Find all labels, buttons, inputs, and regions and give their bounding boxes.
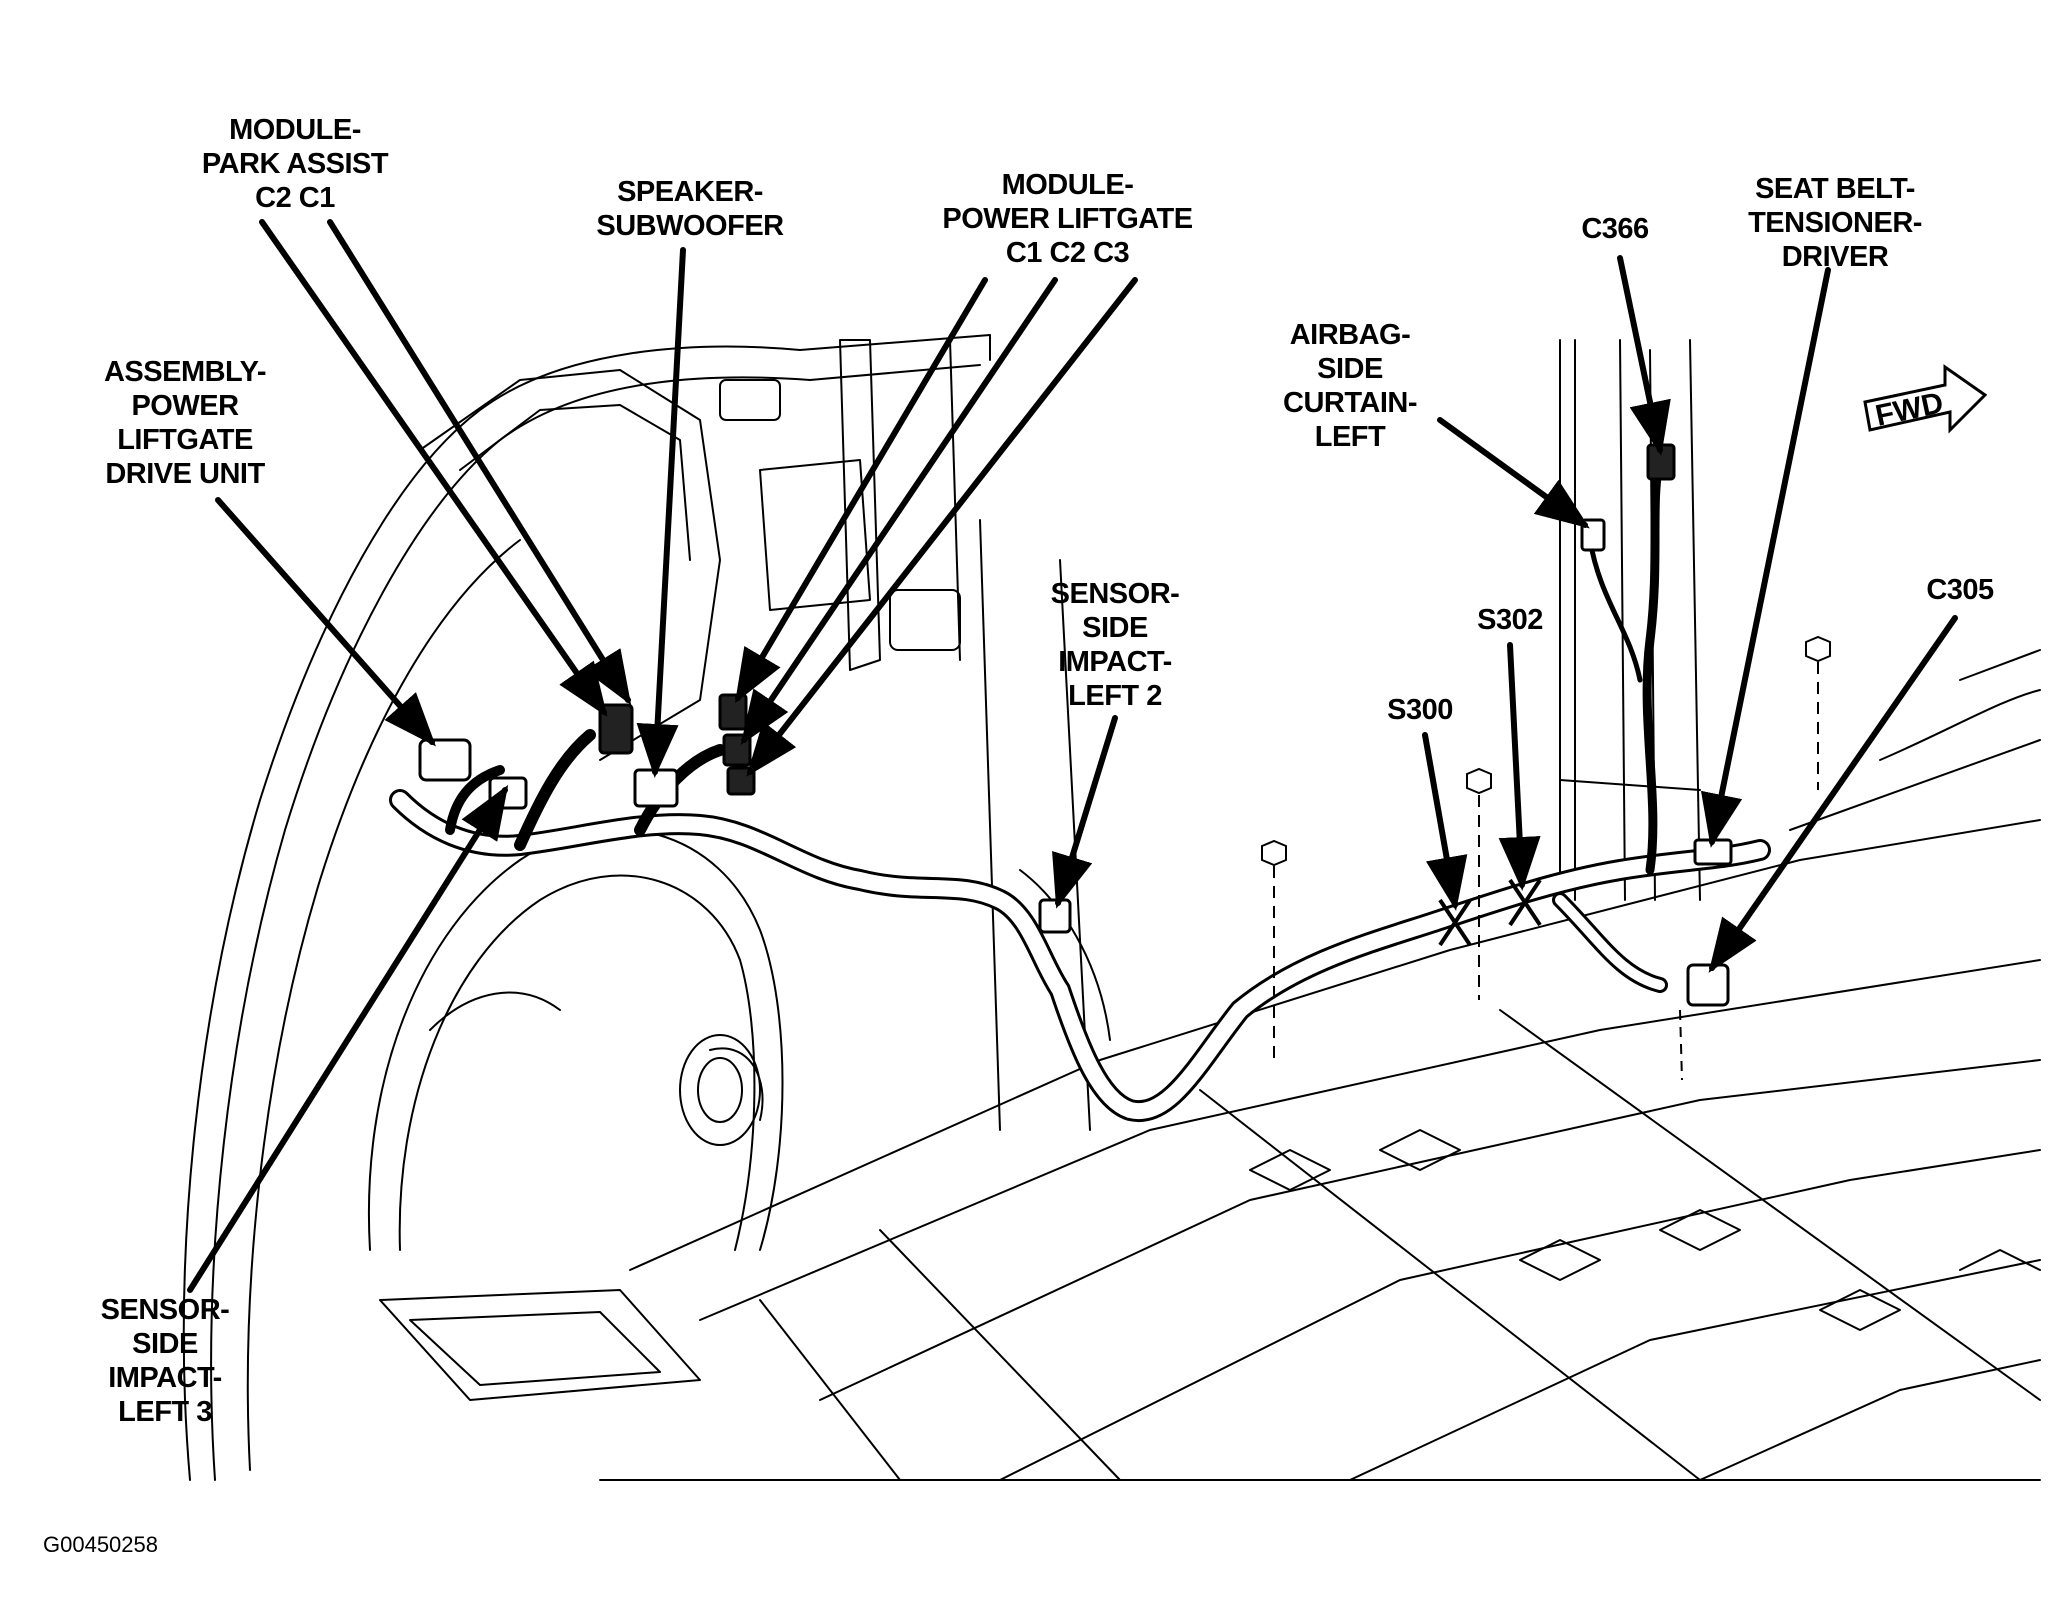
label-subwoofer: SPEAKER- SUBWOOFER: [596, 176, 784, 242]
liftgate-drive-connector: [418, 738, 472, 782]
leader-liftgate-drive: [215, 497, 436, 747]
fwd-arrow: FWD: [1863, 364, 1988, 434]
label-impact-left2: SENSOR- SIDE IMPACT- LEFT 2: [1050, 578, 1180, 712]
leader-park-assist-c1: [327, 219, 632, 706]
leader-impact-left3: [187, 784, 509, 1293]
fwd-label: FWD: [1873, 386, 1947, 432]
leader-c366: [1617, 255, 1671, 456]
label-power-liftgate: MODULE- POWER LIFTGATE C1 C2 C3: [942, 169, 1193, 269]
leader-impact-left2: [1052, 715, 1118, 909]
label-liftgate-drive-unit: ASSEMBLY- POWER LIFTGATE DRIVE UNIT: [103, 356, 267, 490]
label-impact-left3: SENSOR- SIDE IMPACT- LEFT 3: [100, 1294, 230, 1428]
impact-left2-connector: [1038, 898, 1072, 934]
wiring-harness: [389, 455, 1771, 1123]
fasteners: [1261, 635, 1831, 1081]
leader-c305: [1708, 615, 1958, 973]
label-airbag-curtain: AIRBAG- SIDE CURTAIN- LEFT: [1283, 319, 1418, 453]
label-c366: C366: [1581, 213, 1649, 245]
figure-id: G00450258: [43, 1532, 158, 1557]
label-park-assist: MODULE- PARK ASSIST C2 C1: [201, 114, 389, 214]
leader-tensioner: [1700, 267, 1831, 848]
leader-s300: [1422, 732, 1468, 911]
bolt-mid: [1466, 767, 1492, 795]
bolt-right: [1805, 635, 1831, 663]
leader-park-assist-c2: [259, 219, 608, 717]
bolt-left: [1261, 839, 1287, 867]
leader-airbag-curtain: [1437, 417, 1590, 529]
leader-liftgate-c3: [746, 277, 1138, 777]
label-c305: C305: [1926, 574, 1994, 606]
leader-liftgate-c2: [740, 277, 1058, 745]
subwoofer-body: [633, 768, 679, 808]
c305-connector: [1686, 963, 1730, 1007]
label-s302: S302: [1477, 604, 1543, 636]
leader-subwoofer: [636, 247, 686, 778]
leader-lines: [187, 219, 1958, 1293]
label-seat-belt-tensioner: SEAT BELT- TENSIONER- DRIVER: [1748, 173, 1922, 273]
leader-liftgate-c1: [734, 277, 988, 704]
leader-s302: [1498, 642, 1541, 891]
liftgate-module-connector-c1: [718, 693, 748, 731]
connectors: [418, 443, 1733, 1007]
label-s300: S300: [1387, 694, 1453, 726]
